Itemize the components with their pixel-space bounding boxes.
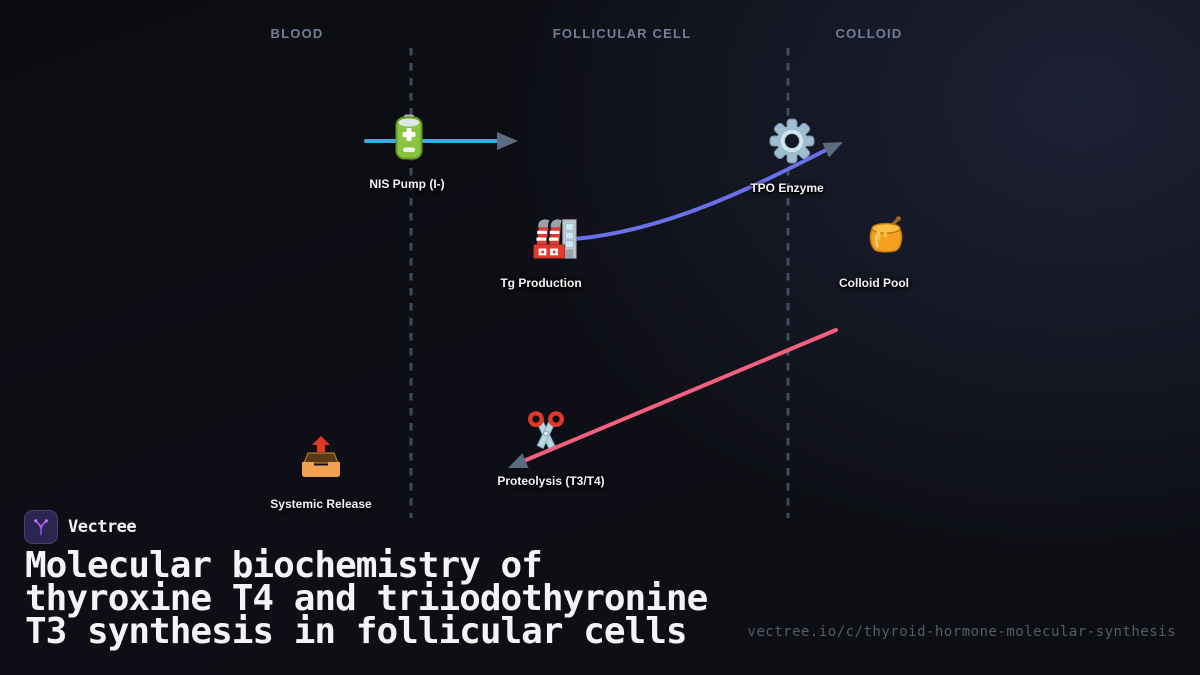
factory-icon: [530, 213, 580, 261]
brand-name: Vectree: [68, 517, 137, 537]
page-title: Molecular biochemistry of thyroxine T4 a…: [25, 545, 708, 652]
footer-url[interactable]: vectree.io/c/thyroid-hormone-molecular-s…: [747, 624, 1176, 640]
brand: Vectree: [24, 510, 137, 544]
scissors-icon: [523, 409, 569, 457]
honey-pot-icon: [863, 214, 909, 260]
outbox-tray-icon: [297, 433, 345, 481]
node-label: NIS Pump (I-): [369, 177, 445, 191]
lane-header-colloid: COLLOID: [835, 26, 903, 41]
battery-icon: [390, 114, 428, 160]
title-line-2: thyroxine T4 and triiodothyronine: [25, 578, 708, 619]
gear-icon: [768, 117, 816, 165]
lane-header-blood: BLOOD: [270, 26, 324, 41]
vectree-logo-icon: [24, 510, 58, 544]
arrowhead-tpo: [822, 142, 843, 158]
edge-colloid-to-proteolysis: [524, 328, 838, 462]
node-label: Proteolysis (T3/T4): [497, 474, 605, 488]
arrowhead-nis-pump: [497, 132, 518, 150]
title-line-1: Molecular biochemistry of: [25, 545, 543, 586]
node-label: Systemic Release: [270, 497, 372, 511]
lane-header-follicular-cell: FOLLICULAR CELL: [552, 26, 692, 41]
node-label: Colloid Pool: [839, 276, 909, 290]
title-line-3: T3 synthesis in follicular cells: [25, 611, 688, 652]
node-label: TPO Enzyme: [750, 181, 824, 195]
node-label: Tg Production: [500, 276, 582, 290]
